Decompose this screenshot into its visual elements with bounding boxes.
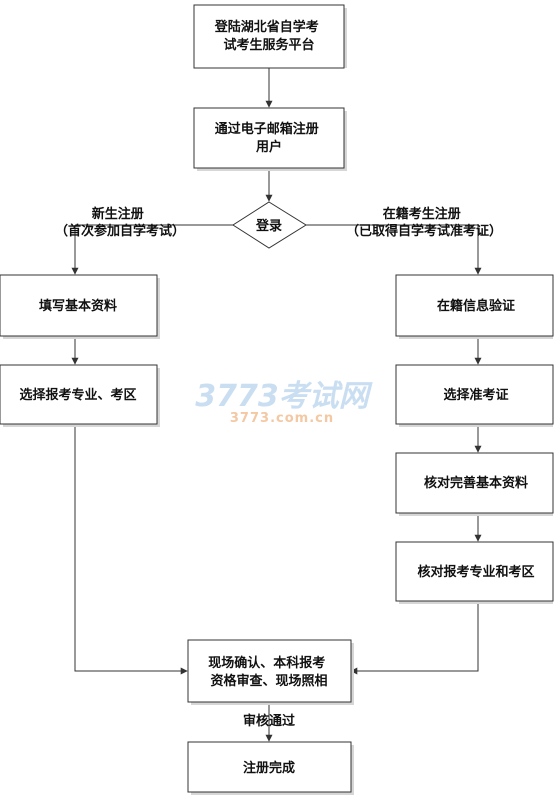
- node-register-email-line-2: 用户: [255, 139, 282, 155]
- node-onsite-confirm: 现场确认、本科报考 资格审查、现场照相: [187, 639, 354, 705]
- node-registration-complete-label: 注册完成: [243, 760, 295, 776]
- node-registration-complete-box: [187, 741, 352, 793]
- node-register-email-box: [193, 107, 345, 169]
- watermark-main-text: 3773考试网: [195, 379, 372, 414]
- node-fill-basic-info-label: 填写基本资料: [39, 298, 117, 314]
- node-verify-enrollment: 在籍信息验证: [395, 274, 554, 339]
- node-onsite-confirm-line-1: 现场确认、本科报考: [208, 655, 325, 671]
- svg-text:在籍考生注册 （已取得自学考试准考证）: 在籍考生注册 （已取得自学考试准考证）: [346, 206, 502, 239]
- label-enrolled-student-line-2: （已取得自学考试准考证）: [346, 223, 502, 239]
- node-check-basic-info-box: [395, 452, 554, 514]
- node-select-admission-ticket: 选择准考证: [395, 364, 554, 427]
- connectors: [71, 68, 482, 742]
- node-onsite-confirm-line-2: 资格审查、现场照相: [210, 673, 327, 689]
- node-fill-basic-info-box: [0, 274, 158, 337]
- label-new-student-line-1: 新生注册: [92, 206, 144, 222]
- node-select-major-area-box: [0, 364, 158, 425]
- node-check-major-area-box: [395, 541, 554, 602]
- node-select-admission-ticket-label: 选择准考证: [443, 387, 508, 403]
- node-onsite-confirm-box: [187, 639, 352, 703]
- label-new-student-line-2: （首次参加自学考试）: [55, 223, 185, 239]
- node-verify-enrollment-box: [395, 274, 554, 337]
- arrow-check-major-to-onsite: [350, 601, 479, 675]
- label-review-passed: 审核通过: [243, 713, 295, 729]
- node-check-basic-info-label: 核对完善基本资料: [424, 475, 528, 491]
- node-check-major-area: 核对报考专业和考区: [395, 541, 554, 604]
- node-login-platform-line-2: 试考生服务平台: [223, 37, 314, 53]
- node-login-decision: 登录: [232, 201, 307, 249]
- watermark: 3773考试网 3773.com.cn: [195, 379, 372, 426]
- node-check-major-area-label: 核对报考专业和考区: [417, 564, 534, 580]
- node-select-major-area: 选择报考专业、考区: [0, 364, 160, 427]
- arrow-select-major-to-onsite: [74, 424, 188, 675]
- svg-text:现场确认、本科报考 资格审查、现场照相: 现场确认、本科报考 资格审查、现场照相: [208, 655, 330, 689]
- svg-text:登陆湖北省自学考 试考生服务平台: 登陆湖北省自学考 试考生服务平台: [214, 19, 324, 53]
- login-label: 登录: [255, 218, 282, 234]
- node-fill-basic-info: 填写基本资料: [0, 274, 160, 339]
- label-new-student: 新生注册 （首次参加自学考试）: [55, 206, 185, 239]
- node-registration-complete: 注册完成: [187, 741, 354, 795]
- watermark-sub-text: 3773.com.cn: [230, 411, 334, 426]
- svg-text:通过电子邮箱注册 用户: 通过电子邮箱注册 用户: [215, 121, 324, 155]
- node-login-platform-box: [193, 4, 345, 69]
- node-login-platform-line-1: 登陆湖北省自学考: [214, 19, 319, 35]
- label-enrolled-student-line-1: 在籍考生注册: [383, 206, 461, 222]
- node-select-admission-ticket-box: [395, 364, 554, 425]
- label-enrolled-student: 在籍考生注册 （已取得自学考试准考证）: [346, 206, 502, 239]
- node-select-major-area-label: 选择报考专业、考区: [19, 387, 136, 403]
- node-check-basic-info: 核对完善基本资料: [395, 452, 554, 516]
- node-verify-enrollment-label: 在籍信息验证: [437, 298, 515, 314]
- node-register-email: 通过电子邮箱注册 用户: [193, 107, 347, 171]
- svg-text:新生注册 （首次参加自学考试）: 新生注册 （首次参加自学考试）: [55, 206, 185, 239]
- login-diamond: [232, 201, 307, 249]
- node-register-email-line-1: 通过电子邮箱注册: [215, 121, 319, 137]
- node-login-platform: 登陆湖北省自学考 试考生服务平台: [193, 4, 347, 69]
